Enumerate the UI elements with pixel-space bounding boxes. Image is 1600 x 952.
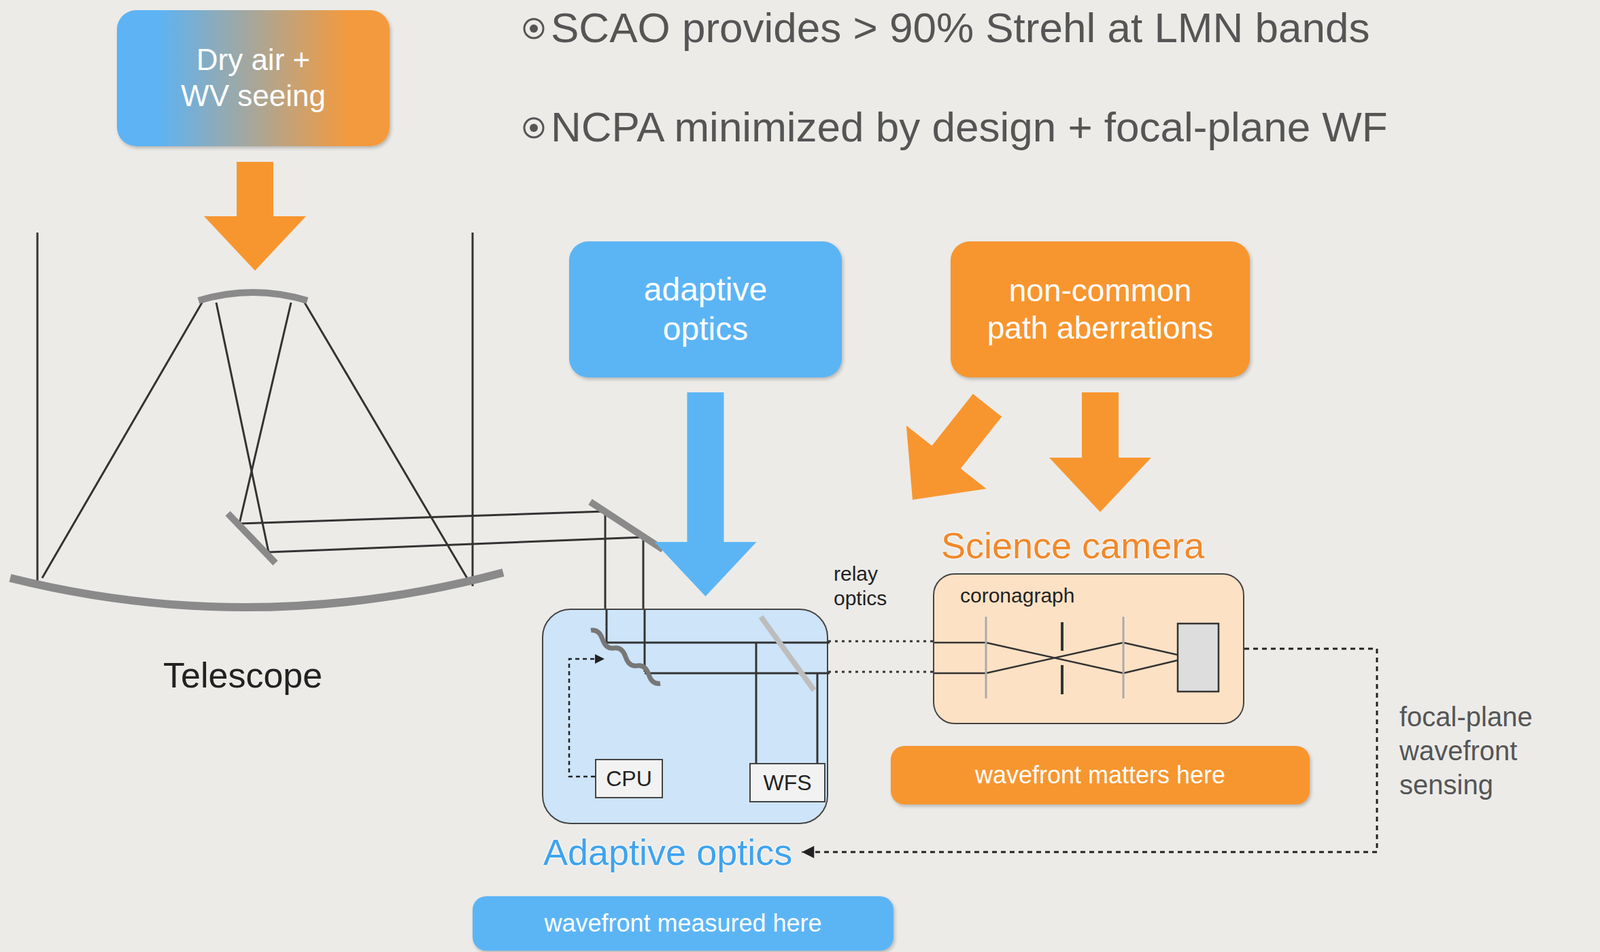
light-ray bbox=[1123, 660, 1178, 674]
flat-mirror bbox=[227, 513, 276, 564]
secondary-mirror bbox=[198, 292, 308, 301]
box-text: adaptive optics bbox=[617, 269, 795, 349]
module-heading: Adaptive optics bbox=[543, 830, 793, 874]
light-ray bbox=[643, 609, 646, 672]
bullet bbox=[524, 19, 544, 39]
detector bbox=[1177, 623, 1219, 692]
coronagraph-mask bbox=[1060, 665, 1064, 695]
box-text: CPU bbox=[605, 765, 653, 792]
bullet bbox=[524, 118, 544, 138]
tube-wall bbox=[471, 232, 474, 587]
part-name: relay optics bbox=[833, 561, 919, 611]
bullet bbox=[529, 123, 538, 132]
ncpa-arrow bbox=[906, 393, 1002, 500]
seeing-box: Dry air + WV seeing bbox=[116, 10, 390, 147]
box-text: non-common path aberrations bbox=[981, 271, 1220, 347]
light-ray bbox=[606, 641, 830, 644]
coronagraph-mask bbox=[1060, 622, 1064, 651]
ao-callout-box: adaptive optics bbox=[569, 241, 842, 378]
lens bbox=[1122, 616, 1125, 699]
relay-beam bbox=[828, 671, 933, 674]
tube-wall bbox=[36, 232, 39, 582]
cpu-box: CPU bbox=[594, 758, 663, 799]
wfs-box: WFS bbox=[749, 762, 826, 803]
module-heading: Science camera bbox=[941, 524, 1205, 567]
light-ray bbox=[642, 537, 645, 610]
light-ray bbox=[239, 511, 606, 524]
light-ray bbox=[934, 672, 986, 675]
box-text: WFS bbox=[762, 769, 812, 796]
light-ray bbox=[816, 673, 819, 763]
part-name: Telescope bbox=[163, 654, 323, 697]
adaptive-optics-module: Adaptive opticsCPUWFS bbox=[541, 608, 829, 825]
note-box: wavefront matters here bbox=[890, 745, 1310, 805]
box-text: wavefront matters here bbox=[975, 760, 1226, 790]
light-ray bbox=[268, 537, 644, 553]
light-ray bbox=[985, 642, 1124, 674]
box-text: Dry air + WV seeing bbox=[173, 42, 334, 115]
block-arrow bbox=[654, 392, 757, 597]
light-ray bbox=[302, 299, 468, 580]
light-ray bbox=[604, 511, 607, 610]
note-box: wavefront measured here bbox=[472, 896, 894, 951]
light-ray bbox=[755, 642, 758, 763]
primary-mirror bbox=[10, 572, 504, 608]
lens bbox=[985, 616, 988, 699]
box-text: wavefront measured here bbox=[543, 908, 822, 938]
ncpa-callout-box: non-common path aberrations bbox=[950, 241, 1250, 378]
light-ray bbox=[934, 641, 986, 644]
light-ray bbox=[1123, 642, 1178, 655]
light-ray bbox=[42, 299, 204, 578]
arrow-head bbox=[594, 654, 605, 664]
seeing-arrow bbox=[203, 161, 306, 271]
light-ray bbox=[985, 642, 1124, 674]
block-arrow bbox=[1049, 392, 1152, 513]
relay-beam bbox=[828, 640, 933, 643]
fold-mirror bbox=[590, 501, 663, 550]
light-ray bbox=[239, 302, 292, 524]
arrow-head bbox=[801, 845, 814, 859]
bullet-text: NCPA minimized by design + focal-plane W… bbox=[550, 101, 1388, 153]
edge-label: focal-plane wavefront sensing bbox=[1399, 699, 1563, 802]
part-label: coronagraph bbox=[960, 584, 1075, 608]
light-ray bbox=[605, 609, 608, 643]
deformable-mirror bbox=[590, 630, 661, 684]
beam-splitter bbox=[760, 616, 814, 691]
control-line bbox=[569, 658, 597, 777]
bullet-text: SCAO provides > 90% Strehl at LMN bands bbox=[550, 2, 1370, 54]
science-camera-module: Science cameracoronagraph bbox=[932, 573, 1245, 725]
bullet bbox=[529, 24, 538, 33]
